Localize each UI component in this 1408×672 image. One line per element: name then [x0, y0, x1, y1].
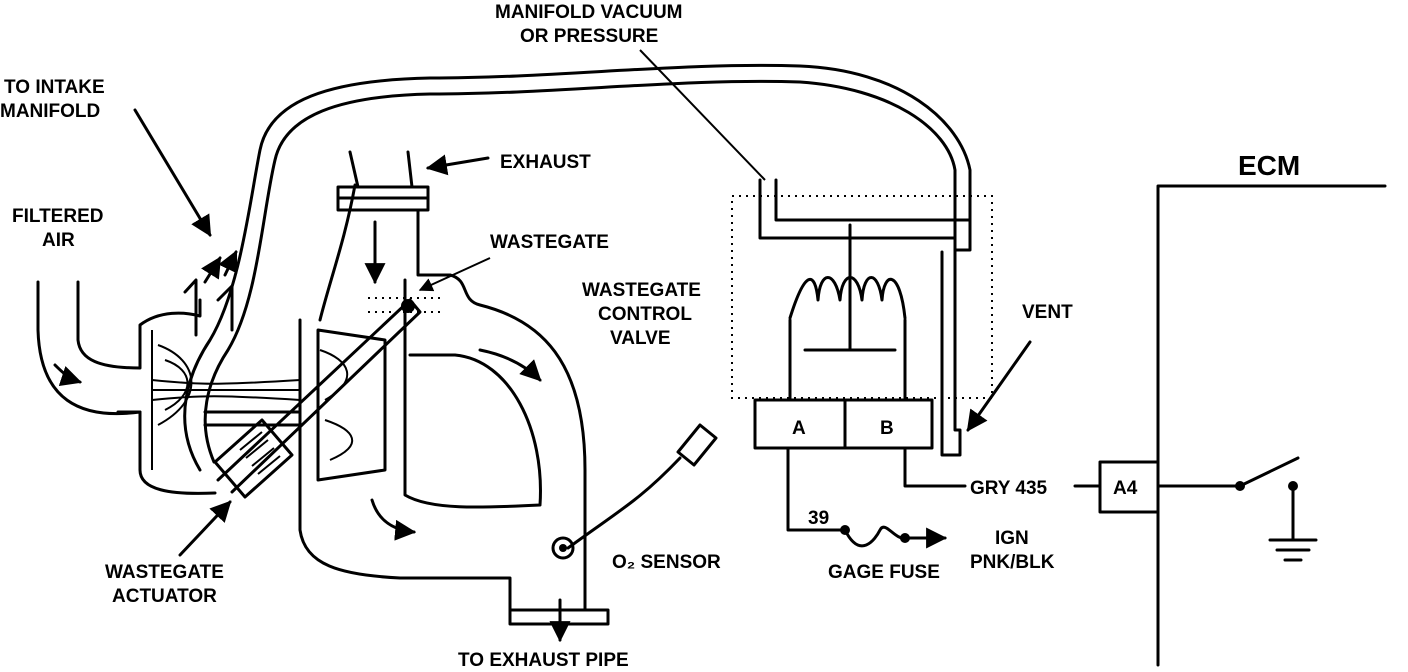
wastegate-actuator — [213, 298, 422, 499]
o2-sensor-label: O₂ SENSOR — [612, 552, 721, 573]
ecm-label: ECM — [1238, 150, 1300, 181]
wastegate-control-label: WASTEGATE — [582, 280, 701, 301]
terminal-a-label: A — [792, 418, 806, 439]
wastegate-label: WASTEGATE — [490, 232, 609, 253]
to-exhaust-pipe-label: TO EXHAUST PIPE — [458, 650, 629, 671]
vacuum-hose — [183, 63, 972, 472]
ecm-box — [1098, 184, 1387, 667]
terminal-b-label: B — [880, 418, 894, 439]
filtered-air-label-2: AIR — [42, 230, 75, 251]
wastegate-actuator-label: WASTEGATE — [105, 562, 224, 583]
exhaust-label: EXHAUST — [500, 152, 591, 173]
vent-label: VENT — [1022, 302, 1073, 323]
manifold-vacuum-label-2: OR PRESSURE — [520, 26, 658, 47]
wastegate-actuator-label-2: ACTUATOR — [112, 586, 217, 607]
turbine-housing — [298, 183, 610, 626]
wastegate-control-label-3: VALVE — [610, 328, 671, 349]
exhaust-flange — [336, 150, 430, 285]
wiring — [786, 446, 1102, 549]
filtered-air-label: FILTERED — [12, 206, 103, 227]
manifold-vacuum-label: MANIFOLD VACUUM — [495, 2, 683, 23]
gage-fuse-label: GAGE FUSE — [828, 562, 940, 583]
wastegate-control-label-2: CONTROL — [598, 304, 692, 325]
to-intake-label-2: MANIFOLD — [0, 101, 100, 122]
pin-a4-label: A4 — [1113, 478, 1138, 499]
to-intake-label: TO INTAKE — [4, 77, 105, 98]
circuit-39-label: 39 — [808, 508, 829, 529]
pnk-blk-label: PNK/BLK — [970, 552, 1055, 573]
ign-label: IGN — [995, 528, 1029, 549]
o2-sensor — [551, 423, 718, 560]
wastegate-control-valve — [731, 178, 993, 457]
wire-gry-label: GRY 435 — [970, 478, 1048, 499]
compressor-housing — [36, 278, 302, 495]
